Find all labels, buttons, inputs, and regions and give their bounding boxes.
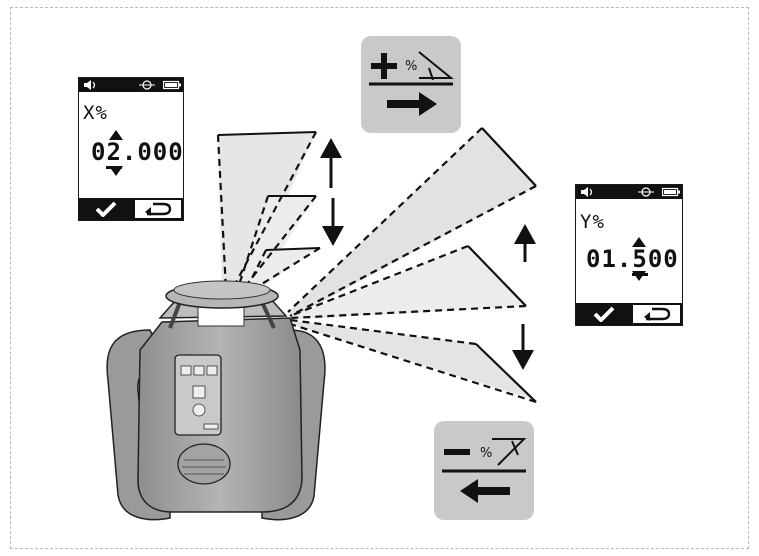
- digit-stepper[interactable]: [632, 237, 646, 281]
- beam-fan-right: [287, 127, 537, 404]
- down-arrow-icon: [109, 166, 123, 176]
- return-arrow-icon: [145, 202, 172, 216]
- confirm-button[interactable]: [576, 303, 632, 325]
- x-percent-display: X% 02.000: [78, 77, 184, 221]
- digit-stepper[interactable]: [109, 130, 123, 176]
- back-button[interactable]: [135, 200, 181, 218]
- value-prefix: 01.: [586, 245, 633, 273]
- tilt-arrows-left: [320, 138, 344, 246]
- value-cursor-digit: 2: [106, 138, 122, 169]
- softkey-bar: [576, 303, 682, 325]
- y-percent-display: Y% 01.500: [575, 184, 683, 326]
- up-arrow-icon: [109, 130, 123, 140]
- increase-slope-sign: %: [361, 36, 461, 133]
- up-arrow-icon: [632, 237, 646, 247]
- back-button[interactable]: [633, 305, 680, 323]
- slope-angle-icon: [418, 51, 454, 79]
- value-suffix: .000: [121, 138, 184, 166]
- status-bar: [576, 185, 682, 199]
- right-arrow-icon: [387, 92, 437, 116]
- checkmark-icon: [593, 306, 614, 322]
- percent-symbol: %: [480, 446, 492, 461]
- return-arrow-icon: [643, 307, 670, 321]
- percent-symbol: %: [405, 59, 417, 74]
- value-cursor-digit: 5: [632, 245, 648, 276]
- laser-head-icon: [139, 80, 155, 90]
- x-percent-value[interactable]: 02.000: [91, 138, 184, 169]
- y-percent-value[interactable]: 01.500: [586, 245, 679, 276]
- value-suffix: 00: [647, 245, 679, 273]
- battery-icon: [163, 80, 181, 90]
- page-frame: [10, 7, 749, 549]
- increase-slope-graphic: %: [369, 51, 454, 116]
- speaker-icon: [84, 80, 96, 90]
- rotating-laser-unit: [106, 280, 326, 521]
- speaker-icon: [581, 187, 593, 197]
- left-arrow-icon: [460, 479, 510, 503]
- tilt-arrows-right: [512, 224, 536, 370]
- battery-icon: [662, 187, 680, 197]
- slope-angle-icon: [492, 438, 527, 466]
- laser-head-icon: [638, 187, 654, 197]
- decrease-slope-sign: %: [434, 421, 534, 520]
- status-bar: [79, 78, 183, 92]
- value-prefix: 0: [91, 138, 107, 166]
- beam-fan-left: [216, 131, 321, 291]
- checkmark-icon: [95, 201, 117, 217]
- axis-label: Y%: [580, 211, 605, 233]
- decrease-slope-graphic: %: [442, 438, 527, 503]
- softkey-bar: [79, 198, 183, 220]
- axis-label: X%: [83, 102, 108, 124]
- down-arrow-icon: [632, 271, 646, 281]
- confirm-button[interactable]: [79, 198, 134, 220]
